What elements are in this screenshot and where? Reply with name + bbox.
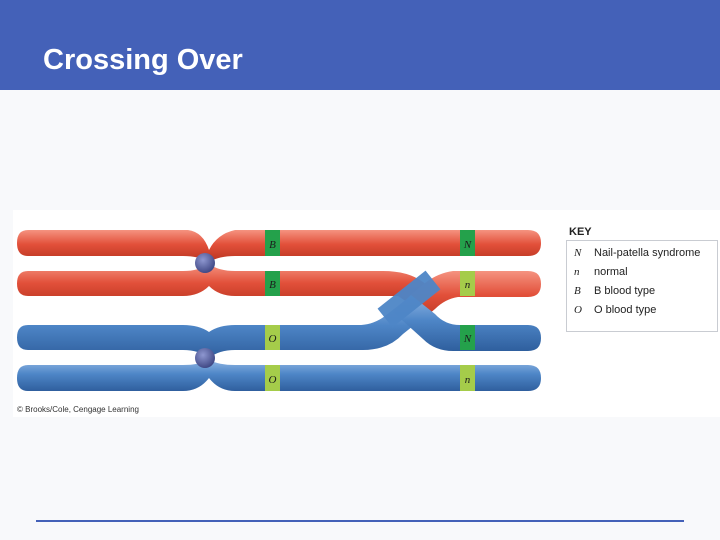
- locus-nail-red-top: N: [460, 230, 475, 256]
- key-item: N Nail-patella syndrome: [567, 245, 717, 264]
- key-symbol: n: [574, 266, 580, 278]
- key-symbol: B: [574, 285, 581, 297]
- locus-label: B: [269, 279, 276, 291]
- key-symbol: O: [574, 304, 582, 316]
- locus-label: O: [269, 333, 277, 345]
- red-chromatid-bottom-left: [17, 264, 433, 306]
- key-label: B blood type: [594, 285, 655, 297]
- copyright-credit: © Brooks/Cole, Cengage Learning: [17, 405, 139, 414]
- key-symbol: N: [574, 247, 581, 259]
- locus-blood-red-top: B: [265, 230, 280, 256]
- key-item: O O blood type: [567, 302, 717, 321]
- key-title: KEY: [569, 226, 592, 238]
- legend-key: KEY N Nail-patella syndrome n normal B B…: [566, 226, 718, 332]
- key-label: normal: [594, 266, 628, 278]
- locus-label: N: [463, 333, 472, 345]
- key-label: O blood type: [594, 304, 656, 316]
- centromere-red: [195, 253, 215, 273]
- key-label: Nail-patella syndrome: [594, 247, 700, 259]
- locus-label: O: [269, 374, 277, 386]
- locus-label: N: [463, 239, 472, 251]
- blue-chromatid-top-left: [17, 298, 428, 358]
- locus-label: n: [465, 279, 471, 291]
- centromere-blue: [195, 348, 215, 368]
- page-title: Crossing Over: [43, 44, 243, 77]
- locus-nail-red-bottom: n: [460, 271, 475, 296]
- locus-blood-blue-top: O: [265, 325, 280, 350]
- locus-blood-red-bottom: B: [265, 271, 280, 296]
- locus-label: B: [269, 239, 276, 251]
- title-bar: Crossing Over: [0, 0, 720, 90]
- locus-nail-blue-top: N: [460, 325, 475, 350]
- key-box: N Nail-patella syndrome n normal B B blo…: [566, 240, 718, 332]
- locus-nail-blue-bottom: n: [460, 365, 475, 391]
- locus-blood-blue-bottom: O: [265, 365, 280, 391]
- key-item: B B blood type: [567, 283, 717, 302]
- key-item: n normal: [567, 264, 717, 283]
- locus-label: n: [465, 374, 471, 386]
- footer-divider: [36, 520, 684, 522]
